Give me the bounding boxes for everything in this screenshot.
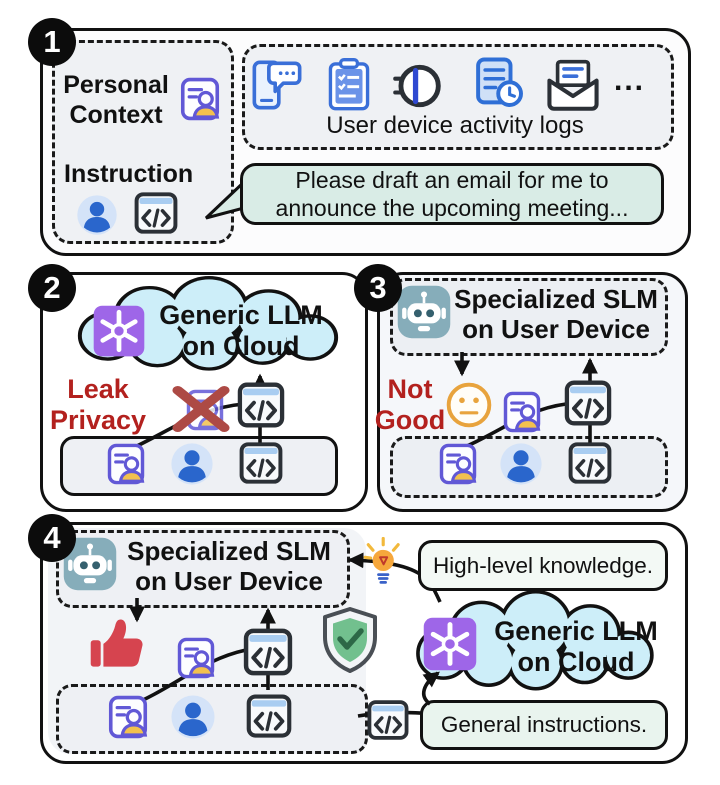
neutral-face-icon bbox=[444, 380, 494, 430]
device-logs-box bbox=[242, 44, 674, 150]
slm-title-p4: Specialized SLM on User Device bbox=[127, 536, 331, 596]
step-3-badge: 3 bbox=[354, 264, 402, 312]
step-2-badge: 2 bbox=[28, 264, 76, 312]
leak-privacy-warning: Leak Privacy bbox=[49, 374, 147, 435]
knowledge-note-box: High-level knowledge. bbox=[418, 540, 668, 591]
general-instruction-code-icon bbox=[366, 698, 410, 742]
email-icon bbox=[544, 58, 602, 116]
user-icon bbox=[76, 194, 118, 236]
instruction-bubble: Please draft an email for me to announce… bbox=[240, 163, 664, 225]
instruction-code-icon-row-p2 bbox=[238, 440, 284, 486]
prompt-code-icon-p3 bbox=[563, 378, 613, 428]
instruction-code-icon-row-p4 bbox=[245, 692, 293, 740]
id-card-icon-mid-p4 bbox=[174, 636, 218, 680]
cloud-llm-title-p4: Generic LLM on Cloud bbox=[494, 616, 658, 677]
privacy-shield-icon bbox=[318, 606, 382, 674]
instruction-code-icon bbox=[133, 190, 179, 236]
instruction-label: Instruction bbox=[64, 160, 194, 188]
personal-context-label: Personal Context bbox=[63, 71, 169, 129]
openai-logo-icon-p2 bbox=[92, 304, 146, 358]
ellipsis-more: ... bbox=[614, 64, 646, 97]
lightbulb-icon bbox=[362, 536, 406, 588]
cloud-llm-title-p2: Generic LLM on Cloud bbox=[152, 300, 330, 362]
user-icon-row-p3 bbox=[499, 442, 543, 486]
step-1-badge: 1 bbox=[28, 18, 76, 66]
id-card-icon-row-p4 bbox=[105, 694, 151, 740]
instructions-note-text: General instructions. bbox=[440, 712, 648, 737]
red-cross-icon bbox=[170, 384, 232, 434]
user-icon-row-p4 bbox=[170, 694, 216, 740]
id-card-icon bbox=[177, 76, 223, 122]
openai-logo-icon-p4 bbox=[422, 616, 478, 672]
instructions-note-box: General instructions. bbox=[420, 700, 668, 750]
cloud-llm-line1: Generic LLM bbox=[159, 300, 323, 330]
id-card-icon-mid-p3 bbox=[500, 390, 544, 434]
id-card-icon-row-p3 bbox=[436, 442, 480, 486]
not-good-warning: Not Good bbox=[374, 374, 446, 435]
knowledge-note-text: High-level knowledge. bbox=[432, 552, 654, 578]
prompt-code-icon-p4 bbox=[242, 626, 294, 678]
step-4-badge: 4 bbox=[28, 514, 76, 562]
id-card-icon-row-p2 bbox=[104, 442, 148, 486]
binder-ring-icon bbox=[392, 60, 444, 112]
prompt-code-icon-p2 bbox=[236, 380, 286, 430]
thumbs-up-icon bbox=[88, 614, 146, 672]
document-history-icon bbox=[472, 56, 528, 112]
device-logs-caption: User device activity logs bbox=[326, 112, 584, 139]
phone-chat-icon bbox=[248, 56, 306, 114]
notes-checklist-icon bbox=[322, 58, 376, 112]
user-icon-row-p2 bbox=[170, 442, 214, 486]
instruction-code-icon-row-p3 bbox=[567, 440, 613, 486]
cloud-llm-line2: on Cloud bbox=[182, 331, 300, 361]
slm-robot-icon-p3 bbox=[396, 284, 452, 340]
slm-title-p3: Specialized SLM on User Device bbox=[454, 284, 658, 344]
